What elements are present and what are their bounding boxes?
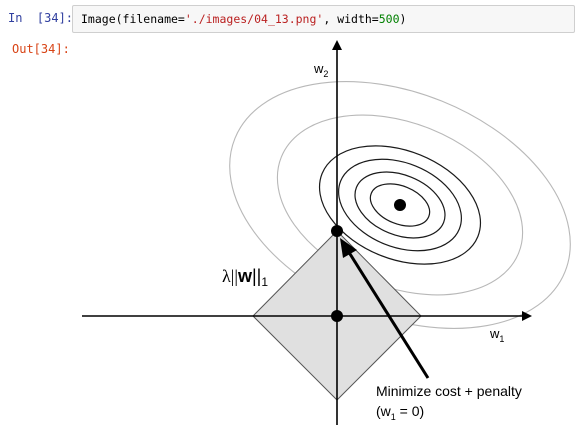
code-number: 500 (378, 12, 400, 26)
y-axis-label: w2 (313, 61, 328, 79)
output-prompt: Out[34]: (12, 42, 70, 56)
penalty-bold: w (237, 266, 253, 286)
annotation-line1: Minimize cost + penalty (376, 383, 522, 399)
annotation-line2-close: = 0) (396, 403, 424, 419)
code-line: Image(filename='./images/04_13.png', wid… (81, 12, 406, 26)
contour-dark-2 (338, 158, 462, 252)
x-axis-label-sub: 1 (499, 334, 504, 344)
penalty-label: λ||w||1 (222, 266, 268, 289)
penalty-prefix: λ|| (222, 266, 238, 286)
optimum-point (331, 225, 343, 237)
x-axis-label: w1 (489, 326, 504, 344)
minimum-point (394, 199, 406, 211)
penalty-bars: || (252, 266, 261, 286)
penalty-sub: 1 (261, 275, 268, 289)
annotation-line2-open: (w (376, 403, 392, 419)
contour-dark-4 (369, 183, 431, 227)
y-axis-label-main: w (313, 61, 324, 76)
annotation-line2: (w1 = 0) (376, 403, 424, 422)
code-middle: , width= (323, 12, 379, 26)
input-prompt: In [34]: (8, 11, 74, 25)
annotation-line2-sub: 1 (391, 412, 396, 422)
contour-dark-3 (354, 171, 446, 239)
annotation-arrowhead (340, 238, 357, 258)
code-prefix: Image(filename= (81, 12, 185, 26)
code-string: './images/04_13.png' (184, 12, 324, 26)
y-axis-label-sub: 2 (323, 69, 328, 79)
origin-point (331, 310, 343, 322)
annotation-arrow (343, 245, 430, 379)
code-editor[interactable]: Image(filename='./images/04_13.png', wid… (72, 5, 575, 33)
input-cell: In [34]: Image(filename='./images/04_13.… (0, 0, 577, 38)
contour-dark-1 (318, 145, 482, 265)
inner-contours (318, 145, 482, 265)
x-axis-label-main: w (489, 326, 500, 341)
code-suffix: ) (399, 12, 407, 26)
